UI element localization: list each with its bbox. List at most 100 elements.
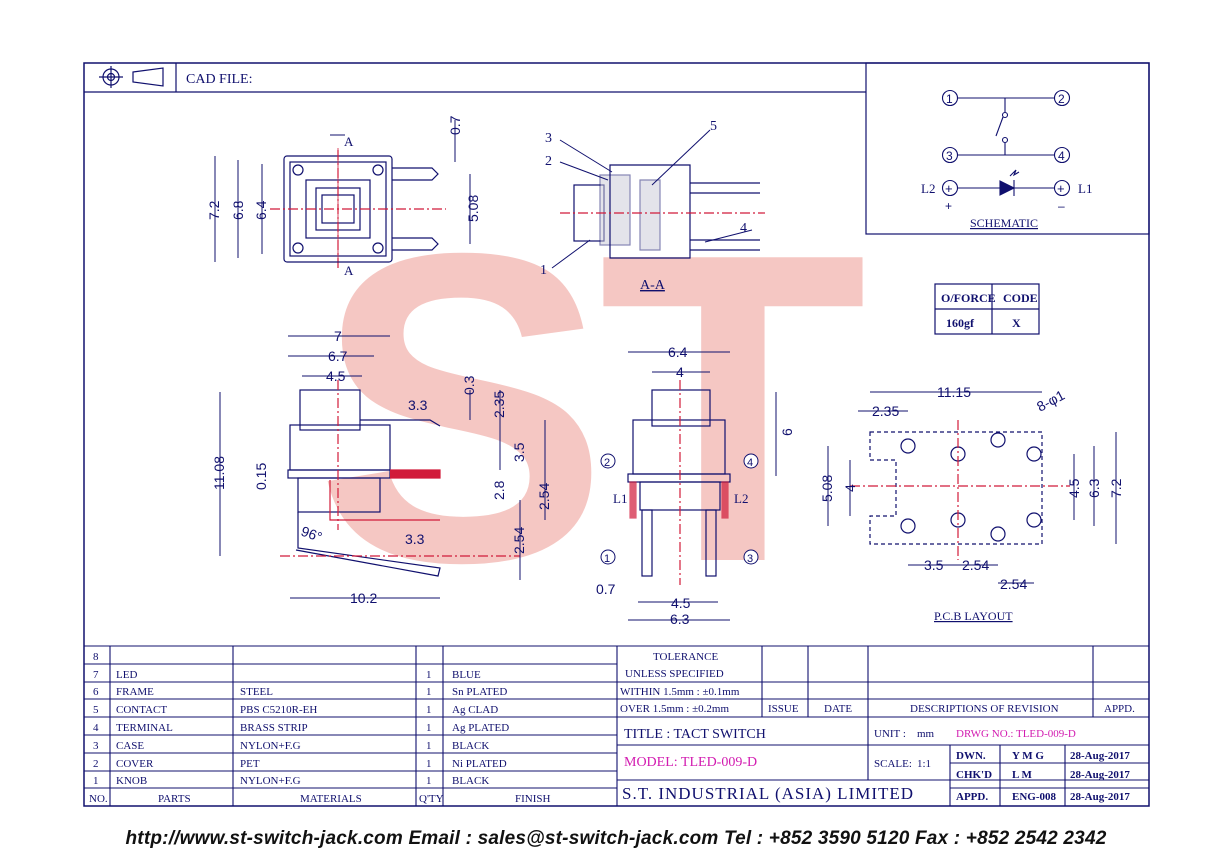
tolerance-within: WITHIN 1.5mm : ±0.1mm <box>620 686 740 698</box>
title-text: TITLE : TACT SWITCH <box>624 727 766 742</box>
parts-cell-6-1: COVER <box>116 758 154 770</box>
schematic-node-4: 4 <box>1058 149 1065 163</box>
section-callout-lines <box>551 129 753 269</box>
dim-pcb-6: 6.3 <box>1086 478 1102 498</box>
parts-cell-3-4: Ag CLAD <box>452 704 498 716</box>
force-code: X <box>1012 316 1021 330</box>
parts-cell-0-0: 8 <box>93 651 99 663</box>
parts-cell-4-2: BRASS STRIP <box>240 722 308 734</box>
parts-cell-2-1: FRAME <box>116 686 154 698</box>
front-callout-4: 4 <box>747 457 753 469</box>
parts-cell-3-0: 5 <box>93 704 99 716</box>
parts-cell-3-1: CONTACT <box>116 704 167 716</box>
dim-top-3: 6.4 <box>253 200 269 220</box>
parts-cell-1-4: BLUE <box>452 669 481 681</box>
parts-header-parts: PARTS <box>158 793 191 805</box>
schematic: 1 2 3 4 + + L2 L1 + – SCHEMATIC <box>865 62 1150 235</box>
watermark-text: ST <box>315 163 867 654</box>
dim-front-2: 6 <box>779 428 795 436</box>
front-callout-3: 3 <box>747 553 753 565</box>
company-name: S.T. INDUSTRIAL (ASIA) LIMITED <box>622 784 914 803</box>
top-view-dims <box>214 120 471 263</box>
dim-pcb-3: 5.08 <box>819 475 835 502</box>
dim-pcb-1: 8-φ1 <box>1034 387 1068 415</box>
parts-header-materials: MATERIALS <box>300 793 362 805</box>
cad-file-label: CAD FILE: <box>186 72 253 87</box>
title-block-grid <box>84 645 1149 806</box>
dim-side-5: 2.35 <box>491 391 507 418</box>
section-marker-bottom: A <box>344 263 354 278</box>
sign-role-0: DWN. <box>956 750 986 762</box>
section-callout-5: 5 <box>710 119 717 134</box>
dim-side-6: 11.08 <box>211 456 227 490</box>
revision-issue: ISSUE <box>768 703 799 715</box>
force-header-force: O/FORCE <box>941 291 996 305</box>
schematic-l2-label: L2 <box>921 181 935 196</box>
dim-side-13: 2.54 <box>511 527 527 554</box>
parts-cell-7-4: BLACK <box>452 775 489 787</box>
pcb-label: P.C.B LAYOUT <box>934 609 1013 623</box>
revision-appd: APPD. <box>1104 703 1135 715</box>
schematic-minus-sign: – <box>1058 199 1065 213</box>
schematic-l1-label: L1 <box>1078 181 1092 196</box>
dim-side-0: 7 <box>334 328 342 344</box>
dim-pcb-7: 7.2 <box>1108 478 1124 498</box>
dim-front-5: 6.3 <box>670 611 690 627</box>
front-callout-circles <box>600 453 759 565</box>
parts-cell-5-1: CASE <box>116 740 144 752</box>
parts-cell-2-4: Sn PLATED <box>452 686 507 698</box>
parts-cell-5-4: BLACK <box>452 740 489 752</box>
front-view <box>627 380 731 585</box>
parts-cell-7-3: 1 <box>426 775 432 787</box>
dim-front-0: 6.4 <box>668 344 688 360</box>
parts-cell-5-2: NYLON+F.G <box>240 740 301 752</box>
dim-pcb-0: 11.15 <box>937 384 971 400</box>
parts-header-finish: FINISH <box>515 793 551 805</box>
dim-top-4: 5.08 <box>465 195 481 222</box>
sign-name-0: Y M G <box>1012 750 1044 762</box>
section-marker-top: A <box>344 134 354 149</box>
parts-header-no: NO. <box>89 793 108 805</box>
section-callout-1: 1 <box>540 263 547 278</box>
dim-top-2: 6.8 <box>230 200 246 220</box>
dim-side-12: 3.3 <box>405 531 425 547</box>
parts-cell-7-1: KNOB <box>116 775 147 787</box>
parts-cell-3-2: PBS C5210R-EH <box>240 704 317 716</box>
footer-contact: http://www.st-switch-jack.com Email : sa… <box>125 828 1107 849</box>
dim-pcb-10: 2.54 <box>1000 576 1027 592</box>
dim-front-3: 0.7 <box>596 581 616 597</box>
revision-date: DATE <box>824 703 852 715</box>
scale-label: SCALE: <box>874 758 912 770</box>
dim-top-1: 7.2 <box>206 200 222 220</box>
parts-cell-4-3: 1 <box>426 722 432 734</box>
dim-side-14: 10.2 <box>350 590 377 606</box>
pcb-dims <box>827 391 1117 584</box>
dim-side-11: 96° <box>299 523 324 545</box>
parts-cell-2-3: 1 <box>426 686 432 698</box>
force-value: 160gf <box>946 316 975 330</box>
side-view-dims <box>219 335 546 599</box>
dim-pcb-4: 4 <box>842 484 858 492</box>
front-view-dims <box>628 351 777 621</box>
dim-side-1: 6.7 <box>328 348 348 364</box>
tolerance-subtitle: UNLESS SPECIFIED <box>625 668 724 680</box>
dim-side-2: 4.5 <box>326 368 346 384</box>
force-header-code: CODE <box>1003 291 1038 305</box>
dim-side-9: 2.8 <box>491 480 507 500</box>
dim-side-4: 3.3 <box>408 397 428 413</box>
dim-top-0: 0.7 <box>447 115 463 135</box>
parts-cell-1-0: 7 <box>93 669 99 681</box>
dim-pcb-2: 2.35 <box>872 403 899 419</box>
front-callout-2: 2 <box>604 457 610 469</box>
sign-role-1: CHK'D <box>956 769 992 781</box>
parts-cell-2-2: STEEL <box>240 686 273 698</box>
pcb-layout <box>850 420 1070 560</box>
sign-name-1: L M <box>1012 769 1032 781</box>
parts-cell-6-3: 1 <box>426 758 432 770</box>
schematic-plus-left: + <box>945 181 953 196</box>
parts-cell-4-1: TERMINAL <box>116 722 173 734</box>
parts-cell-1-1: LED <box>116 669 137 681</box>
section-callout-2: 2 <box>545 154 552 169</box>
dim-side-3: 0.3 <box>461 375 477 395</box>
